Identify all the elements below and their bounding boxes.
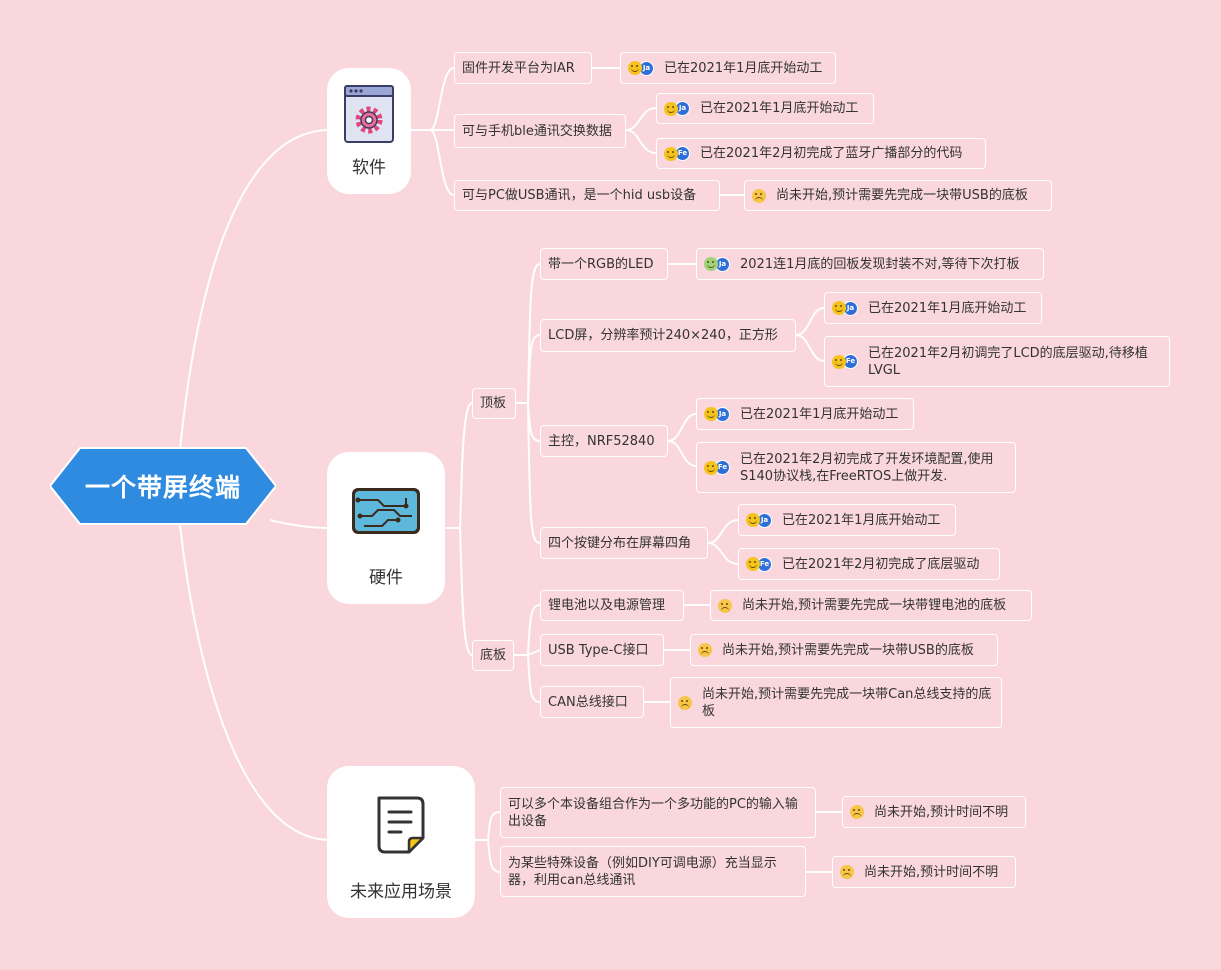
category-software[interactable]: 软件: [327, 68, 411, 194]
category-label: 未来应用场景: [350, 882, 452, 902]
status-item[interactable]: 尚未开始,预计时间不明: [832, 856, 1016, 888]
topic-mcu[interactable]: 主控，NRF52840: [540, 425, 668, 457]
status-item[interactable]: Ja 已在2021年1月底开始动工: [656, 93, 874, 124]
smile-icon: [628, 61, 642, 75]
status-marker: Fe: [746, 556, 772, 572]
category-label: 硬件: [369, 568, 403, 588]
status-text: 尚未开始,预计时间不明: [874, 804, 1009, 820]
topic-usb[interactable]: 可与PC做USB通讯，是一个hid usb设备: [454, 180, 720, 211]
status-text: 尚未开始,预计时间不明: [864, 864, 999, 880]
topic-lcd[interactable]: LCD屏，分辨率预计240×240，正方形: [540, 319, 796, 352]
status-text: 尚未开始,预计需要先完成一块带USB的底板: [776, 188, 1028, 203]
topic-battery[interactable]: 锂电池以及电源管理: [540, 590, 684, 621]
topic-multi-device[interactable]: 可以多个本设备组合作为一个多功能的PC的输入输出设备: [500, 787, 816, 838]
status-marker: [678, 695, 692, 710]
status-text: 已在2021年1月底开始动工: [664, 60, 823, 76]
status-marker: [850, 805, 864, 819]
root-title: 一个带屏终端: [84, 473, 241, 502]
status-item[interactable]: 尚未开始,预计需要先完成一块带Can总线支持的底板: [670, 677, 1002, 728]
smile-icon: [832, 301, 846, 315]
status-text: 尚未开始,预计需要先完成一块带USB的底板: [722, 642, 974, 658]
category-label: 软件: [352, 158, 386, 178]
status-marker: Ja: [746, 512, 772, 528]
status-item[interactable]: 尚未开始,预计时间不明: [842, 796, 1026, 828]
topic-typec[interactable]: USB Type-C接口: [540, 634, 664, 666]
worried-face-icon: [698, 643, 712, 657]
status-item[interactable]: 尚未开始,预计需要先完成一块带USB的底板: [744, 180, 1052, 211]
topic-keys[interactable]: 四个按键分布在屏幕四角: [540, 527, 708, 559]
status-item[interactable]: Ja 已在2021年1月底开始动工: [738, 504, 956, 536]
root-hexagon-shape: [50, 447, 276, 525]
status-text: 已在2021年2月初完成了蓝牙广播部分的代码: [700, 146, 963, 161]
worried-face-icon: [840, 865, 854, 879]
note-icon: [373, 794, 429, 861]
status-text: 已在2021年2月初完成了开发环境配置,使用S140协议栈,在FreeRTOS上…: [740, 451, 994, 484]
status-item[interactable]: Fe 已在2021年2月初完成了开发环境配置,使用S140协议栈,在FreeRT…: [696, 442, 1016, 493]
worried-face-icon: [678, 695, 692, 710]
status-text: 已在2021年1月底开始动工: [740, 406, 899, 422]
status-text: 尚未开始,预计需要先完成一块带锂电池的底板: [742, 598, 1007, 613]
status-marker: [840, 865, 854, 879]
smile-icon: [664, 146, 678, 161]
status-marker: Ja: [832, 300, 858, 316]
topic-ble[interactable]: 可与手机ble通讯交换数据: [454, 114, 626, 148]
status-marker: Fe: [664, 146, 690, 161]
topic-can[interactable]: CAN总线接口: [540, 686, 644, 718]
status-marker: Ja: [628, 60, 654, 76]
status-text: 2021连1月底的回板发现封装不对,等待下次打板: [740, 256, 1020, 272]
status-marker: [698, 643, 712, 657]
circuit-board-icon: [350, 486, 422, 541]
status-item[interactable]: Fe 已在2021年2月初调完了LCD的底层驱动,待移植LVGL: [824, 336, 1170, 387]
smile-icon: [746, 513, 760, 527]
status-item[interactable]: Ja 已在2021年1月底开始动工: [620, 52, 836, 84]
smile-icon: [832, 354, 846, 369]
status-marker: Fe: [704, 460, 730, 475]
smile-icon: [704, 407, 718, 421]
topic-rgb-led[interactable]: 带一个RGB的LED: [540, 248, 668, 280]
status-item[interactable]: Ja 已在2021年1月底开始动工: [824, 292, 1042, 324]
status-text: 尚未开始,预计需要先完成一块带Can总线支持的底板: [702, 686, 992, 719]
status-marker: [718, 598, 732, 613]
status-marker: Ja: [704, 406, 730, 422]
topic-display-device[interactable]: 为某些特殊设备（例如DIY可调电源）充当显示器，利用can总线通讯: [500, 846, 806, 897]
status-text: 已在2021年1月底开始动工: [868, 300, 1027, 316]
status-marker: [752, 188, 766, 203]
category-future[interactable]: 未来应用场景: [327, 766, 475, 918]
settings-window-icon: [342, 84, 396, 151]
worried-face-icon: [752, 188, 766, 203]
status-marker: Ja: [704, 256, 730, 272]
status-text: 已在2021年2月初完成了底层驱动: [782, 556, 980, 572]
smile-icon: [664, 101, 678, 116]
topic-top-board[interactable]: 顶板: [472, 388, 516, 419]
status-item[interactable]: Fe 已在2021年2月初完成了蓝牙广播部分的代码: [656, 138, 986, 169]
sick-face-icon: [704, 257, 718, 271]
status-text: 已在2021年1月底开始动工: [782, 512, 941, 528]
status-text: 已在2021年1月底开始动工: [700, 101, 859, 116]
status-marker: Fe: [832, 354, 858, 369]
root-topic[interactable]: 一个带屏终端: [50, 446, 276, 526]
status-item[interactable]: Fe 已在2021年2月初完成了底层驱动: [738, 548, 1000, 580]
topic-bottom-board[interactable]: 底板: [472, 640, 514, 671]
smile-icon: [746, 557, 760, 571]
status-item[interactable]: Ja 已在2021年1月底开始动工: [696, 398, 914, 430]
status-item[interactable]: 尚未开始,预计需要先完成一块带锂电池的底板: [710, 590, 1032, 621]
category-hardware[interactable]: 硬件: [327, 452, 445, 604]
status-item[interactable]: 尚未开始,预计需要先完成一块带USB的底板: [690, 634, 998, 666]
worried-face-icon: [850, 805, 864, 819]
status-text: 已在2021年2月初调完了LCD的底层驱动,待移植LVGL: [868, 345, 1148, 378]
topic-iar[interactable]: 固件开发平台为IAR: [454, 52, 592, 84]
smile-icon: [704, 460, 718, 475]
worried-face-icon: [718, 598, 732, 613]
status-item[interactable]: Ja 2021连1月底的回板发现封装不对,等待下次打板: [696, 248, 1044, 280]
status-marker: Ja: [664, 101, 690, 116]
